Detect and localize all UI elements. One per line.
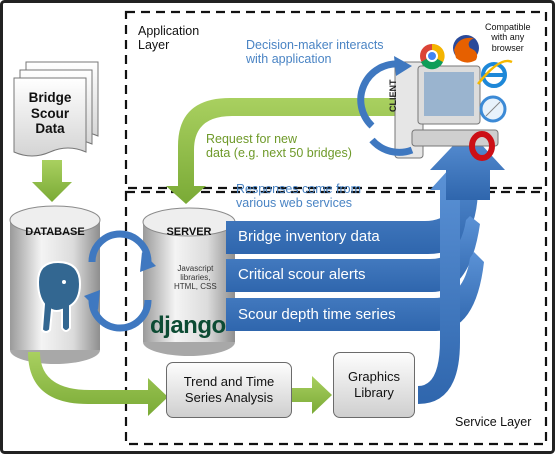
arrow-data-to-database bbox=[32, 160, 72, 202]
bridge-scour-data-documents bbox=[13, 61, 99, 157]
database-label: DATABASE bbox=[25, 226, 85, 238]
safari-icon bbox=[479, 95, 507, 123]
client-refresh-icon bbox=[357, 60, 414, 156]
band-bridge-inventory: Bridge inventory data bbox=[238, 228, 380, 245]
sync-arrows-icon bbox=[88, 230, 152, 332]
responses-annotation: Responses come from various web services bbox=[236, 182, 362, 211]
service-layer-label: Service Layer bbox=[455, 415, 532, 429]
trend-analysis-box: Trend and Time Series Analysis bbox=[166, 362, 292, 418]
opera-icon bbox=[469, 131, 495, 161]
arrow-analysis-to-graphics bbox=[292, 376, 332, 414]
band-depth-time-series: Scour depth time series bbox=[238, 306, 396, 323]
application-layer-label: Application Layer bbox=[138, 24, 200, 53]
band-critical-alerts: Critical scour alerts bbox=[238, 266, 366, 283]
server-label: SERVER bbox=[166, 226, 212, 238]
internet-explorer-icon bbox=[477, 59, 513, 88]
request-annotation: Request for new data (e.g. next 50 bridg… bbox=[206, 132, 352, 161]
database-cylinder bbox=[9, 205, 101, 364]
bridge-scour-data-label: Bridge Scour Data bbox=[28, 90, 72, 137]
firefox-icon bbox=[453, 35, 479, 63]
request-arrow bbox=[166, 98, 395, 204]
django-logo: django bbox=[150, 312, 226, 339]
decision-maker-annotation: Decision-maker interacts with applicatio… bbox=[246, 38, 384, 67]
service-bands bbox=[226, 130, 505, 404]
elephant-icon bbox=[36, 260, 82, 333]
chrome-icon bbox=[420, 43, 445, 70]
client-label: CLIENT bbox=[388, 79, 398, 113]
arrow-database-to-analysis bbox=[28, 352, 168, 416]
server-tech-label: Javascript libraries, HTML, CSS bbox=[174, 264, 217, 292]
compatible-browser-note: Compatible with any browser bbox=[485, 22, 531, 53]
graphics-library-box: Graphics Library bbox=[333, 352, 415, 418]
server-cylinder bbox=[142, 207, 236, 356]
service-layer-box bbox=[124, 190, 548, 446]
